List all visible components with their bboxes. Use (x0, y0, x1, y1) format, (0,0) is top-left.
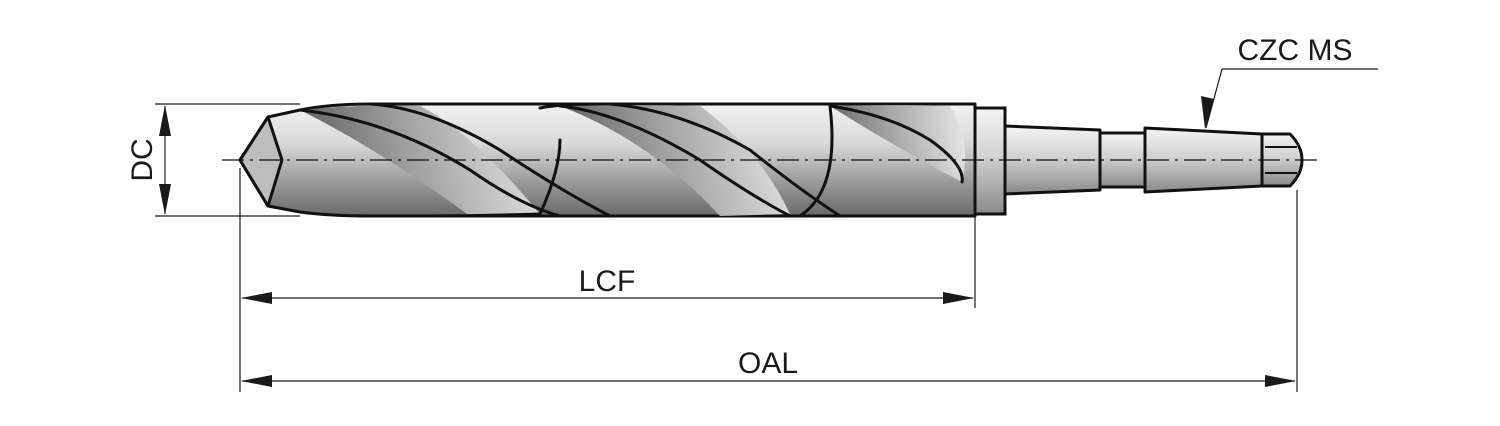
flute-band-1 (300, 105, 540, 216)
lcf-arrow-left (241, 292, 272, 304)
oal-label: OAL (738, 347, 798, 380)
helix-edge-4 (608, 102, 842, 218)
helix-edge-1 (298, 108, 562, 218)
flute-lobe-2 (538, 102, 602, 110)
shank-type-label: CZC MS (1238, 34, 1353, 67)
lcf-arrow-right (943, 292, 974, 304)
helix-edge-5 (828, 104, 964, 184)
oal-arrow-right (1265, 375, 1296, 387)
oal-dimension: OAL (241, 190, 1298, 392)
dc-arrow-top (159, 105, 171, 136)
lcf-dimension: LCF (239, 168, 976, 392)
lcf-label: LCF (579, 265, 636, 298)
dc-label: DC (126, 138, 159, 181)
drill-point (238, 115, 284, 208)
flute-lobe-3 (798, 104, 834, 218)
flute-band-3 (830, 105, 966, 182)
dc-dimension: DC (126, 103, 300, 217)
drill-collar (973, 106, 1007, 216)
helix-edge-3 (558, 104, 792, 218)
helix-edge-2 (368, 102, 612, 218)
shank-callout: CZC MS (1201, 34, 1378, 129)
dc-arrow-bottom (159, 184, 171, 215)
callout-arrow (1201, 96, 1214, 129)
flute-lobe-1 (418, 138, 562, 218)
callout-leader (1205, 68, 1223, 129)
oal-arrow-left (241, 375, 272, 387)
drill-body (238, 102, 977, 218)
